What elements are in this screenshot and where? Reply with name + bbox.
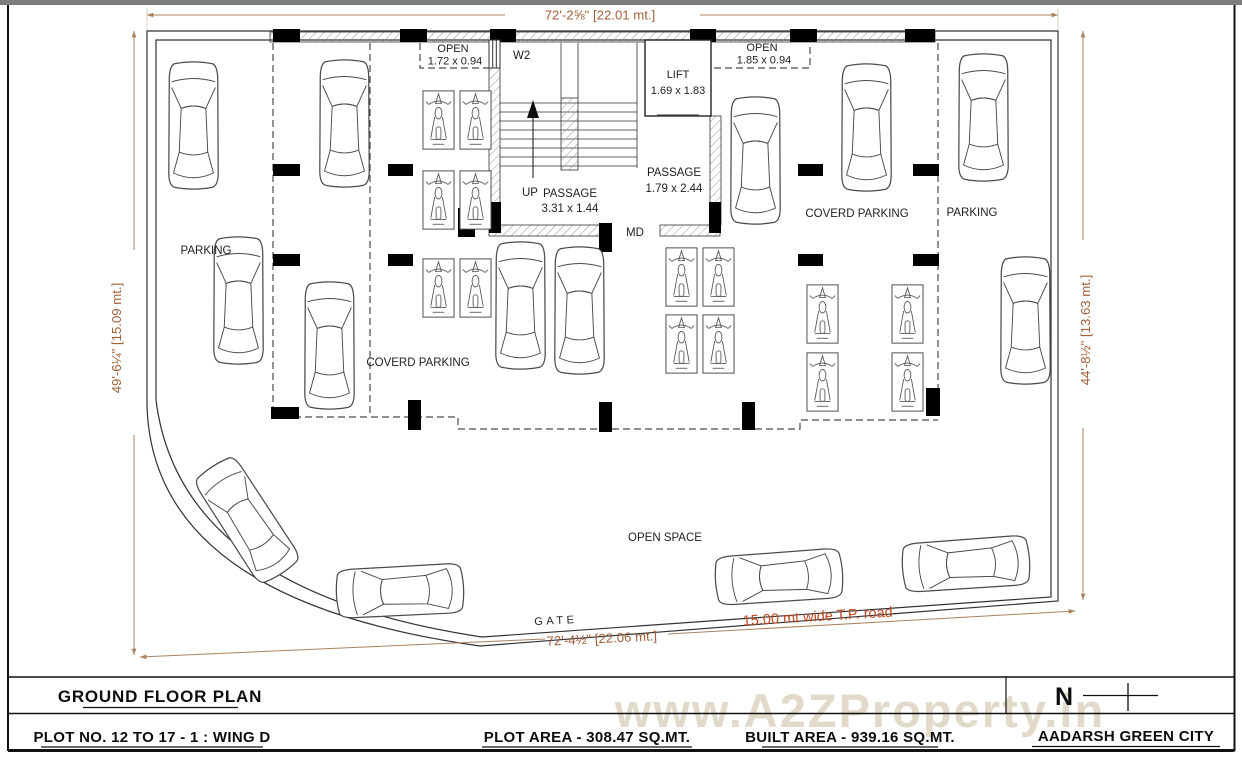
parking-left-label: PARKING xyxy=(181,245,232,257)
car-symbol xyxy=(958,53,1009,182)
car-symbol xyxy=(334,562,466,620)
title-block: GROUND FLOOR PLAN N PLOT NO. 12 TO 17 - … xyxy=(8,676,1235,752)
bike-parking-symbol xyxy=(891,352,924,412)
bike-parking-symbol xyxy=(665,247,698,307)
bike-parking-symbol xyxy=(422,258,455,318)
dimension-left: 49'-6¼" [15.09 mt.] xyxy=(109,283,124,394)
parking-right-label: PARKING xyxy=(947,207,998,219)
passage-right-size: 1.79 x 2.44 xyxy=(646,183,704,195)
gate-label: GATE xyxy=(534,614,578,628)
bike-parking-symbol xyxy=(702,314,735,374)
project-name-text: AADARSH GREEN CITY xyxy=(1038,728,1214,745)
window-w2-label: W2 xyxy=(513,50,530,62)
sheet-top-bar xyxy=(0,0,1242,5)
car-symbol xyxy=(495,241,546,370)
car-symbol xyxy=(319,59,370,188)
up-arrow xyxy=(527,100,539,178)
coverd-parking-right-label: COVERD PARKING xyxy=(805,208,908,220)
car-symbol xyxy=(168,61,219,190)
sheet-border xyxy=(7,5,1236,751)
window-w2 xyxy=(488,39,501,69)
bike-parking-symbol xyxy=(702,247,735,307)
open-left-size: 1.72 x 0.94 xyxy=(428,56,482,68)
dimension-top: 72'-2⅝" [22.01 mt.] xyxy=(545,8,656,23)
bike-parking-symbol xyxy=(665,314,698,374)
car-symbol xyxy=(730,96,781,225)
open-space-label: OPEN SPACE xyxy=(628,532,702,544)
bike-parking-symbol xyxy=(459,170,492,230)
open-right-label: OPEN xyxy=(746,42,777,54)
passage-main-label: PASSAGE xyxy=(543,188,597,200)
up-label: UP xyxy=(522,187,538,199)
lift-shaft xyxy=(644,39,712,117)
passage-right-label: PASSAGE xyxy=(647,167,701,179)
coverd-parking-left-label: COVERD PARKING xyxy=(366,357,469,369)
dimension-lines xyxy=(131,8,1086,660)
plan-title: GROUND FLOOR PLAN xyxy=(58,687,262,706)
bike-parking-symbol xyxy=(459,258,492,318)
lift-size: 1.69 x 1.83 xyxy=(651,85,705,97)
main-door-label: MD xyxy=(626,227,644,239)
staircase xyxy=(500,43,638,171)
car-symbol xyxy=(900,534,1032,594)
plot-no-text: PLOT NO. 12 TO 17 - 1 : WING D xyxy=(33,729,270,746)
passage-main-size: 3.31 x 1.44 xyxy=(542,203,600,215)
car-symbol xyxy=(554,246,605,375)
covered-area-dashed-boundary xyxy=(272,43,939,430)
open-left-label: OPEN xyxy=(437,43,468,55)
bike-parking-symbol xyxy=(459,90,492,150)
car-symbol xyxy=(304,281,355,410)
car-symbol xyxy=(713,547,845,607)
north-arrow xyxy=(1083,683,1158,711)
dimension-bottom: 72'-4½" [22.06 mt.] xyxy=(546,628,657,649)
plot-area-text: PLOT AREA - 308.47 SQ.MT. xyxy=(484,729,690,746)
watermark-text: www.A2ZProperty.in xyxy=(614,684,1105,737)
car-symbol xyxy=(1000,256,1051,385)
car-symbol xyxy=(841,63,892,192)
bike-parking-symbol xyxy=(422,90,455,150)
built-area-text: BUILT AREA - 939.16 SQ.MT. xyxy=(745,729,955,746)
bike-parking-symbol xyxy=(806,284,839,344)
lift-label: LIFT xyxy=(667,69,690,81)
open-right-size: 1.85 x 0.94 xyxy=(737,55,791,67)
bike-parking-symbol xyxy=(806,352,839,412)
bike-parking-symbol xyxy=(891,284,924,344)
bike-parking-symbol xyxy=(422,170,455,230)
north-label: N xyxy=(1055,683,1073,711)
dimension-right: 44'-8½" [13.63 mt.] xyxy=(1078,275,1093,386)
